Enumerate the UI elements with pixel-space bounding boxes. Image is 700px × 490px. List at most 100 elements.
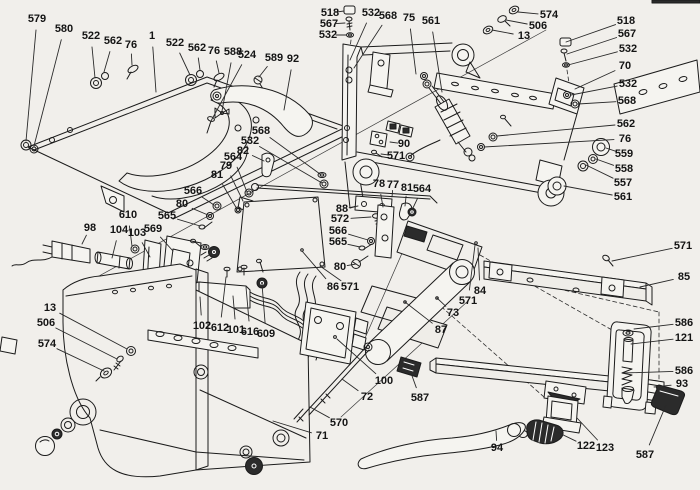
part-number-label: 586 [675,317,693,329]
part-number-label: 518 [617,15,635,27]
leader-line [81,234,87,245]
part-number-label: 568 [252,125,270,137]
leader-line [221,62,232,112]
leader-line [404,301,433,324]
part-number-label: 587 [636,449,654,461]
part-number-label: 1 [149,30,155,42]
part-number-label: 566 [329,225,347,237]
upper-rail-drawing [483,254,653,306]
leader-line [432,31,443,93]
leader-lines [25,10,674,446]
part-number-label: 532 [319,29,337,41]
leader-line [346,263,357,267]
main-frame-drawing [341,5,700,209]
part-number-label: 567 [618,28,636,40]
leader-line [630,338,674,345]
leader-line [335,10,345,13]
leader-line [380,193,384,208]
leader-line [220,276,227,318]
part-number-label: 562 [617,118,635,130]
leader-line [258,66,268,78]
leader-line [215,60,220,74]
part-number-label: 522 [82,30,100,42]
leader-line [128,225,133,247]
leader-line [347,243,361,248]
part-number-label: 103 [128,227,146,239]
leader-line [269,137,321,175]
leader-line [341,378,359,392]
part-number-label: 79 [220,160,232,172]
leader-line [566,37,618,55]
leader-line [197,57,201,71]
part-number-label: 579 [28,13,46,25]
part-number-label: 588 [224,46,242,58]
part-number-label: 564 [413,183,432,195]
part-number-label: 77 [387,179,399,191]
leader-line [495,430,498,441]
part-number-label: 564 [224,151,243,163]
part-number-label: 13 [518,30,530,42]
part-number-label: 616 [241,326,259,338]
leader-line [576,417,598,441]
part-number-label: 571 [387,150,405,162]
leader-line [639,278,674,288]
leader-line [335,22,346,25]
leader-line [623,370,674,374]
part-number-label: 76 [125,39,137,51]
part-number-label: 80 [334,261,346,273]
leader-line [554,430,577,442]
leader-line [336,338,377,375]
lift-bracket-drawing [543,321,686,416]
mid-pad-drawing [396,356,422,378]
part-number-label: 532 [619,43,637,55]
leader-line [436,297,447,307]
part-number-label: 571 [459,295,477,307]
leader-line [259,146,323,184]
part-number-label: 86 [327,281,339,293]
part-number-label: 71 [316,430,328,442]
part-number-label: 102 [193,320,211,332]
fastener-stack-right [559,37,572,84]
part-number-label: 85 [678,271,690,283]
part-number-label: 122 [577,440,595,452]
part-number-label: 574 [540,9,559,21]
part-number-label: 587 [411,392,429,404]
part-number-label: 562 [104,35,122,47]
leader-line [633,323,674,330]
part-number-label: 565 [329,236,347,248]
leader-line [409,28,417,75]
leader-line [199,296,202,316]
leader-line [261,283,266,324]
part-number-label: 565 [158,210,176,222]
part-number-label: 570 [330,417,348,429]
part-number-label: 81 [211,169,223,181]
part-number-label: 522 [166,37,184,49]
leader-line [309,406,330,419]
part-number-label: 90 [398,138,410,150]
part-number-label: 100 [375,375,393,387]
leader-line [272,420,312,434]
leader-line [410,372,417,389]
leader-line [232,295,236,320]
part-number-label: 92 [287,53,299,65]
part-number-label: 506 [529,20,547,32]
part-number-label: 81 [401,182,413,194]
leader-line [210,64,243,122]
leader-line [577,101,617,105]
leader-line [391,189,394,198]
leader-line [177,218,201,227]
part-number-label: 13 [44,302,56,314]
part-number-label: 561 [614,191,632,203]
leader-line [348,233,369,241]
part-number-label: 562 [188,42,206,54]
leader-line [570,85,618,96]
leader-line [380,153,390,156]
part-number-label: 609 [257,328,275,340]
leader-line [319,265,342,282]
roller-drawing [365,259,475,365]
part-number-label: 87 [435,324,447,336]
leader-line [468,244,476,291]
part-number-label: 532 [619,78,637,90]
pointer-arm-drawing [357,422,526,470]
part-number-label: 580 [55,23,73,35]
